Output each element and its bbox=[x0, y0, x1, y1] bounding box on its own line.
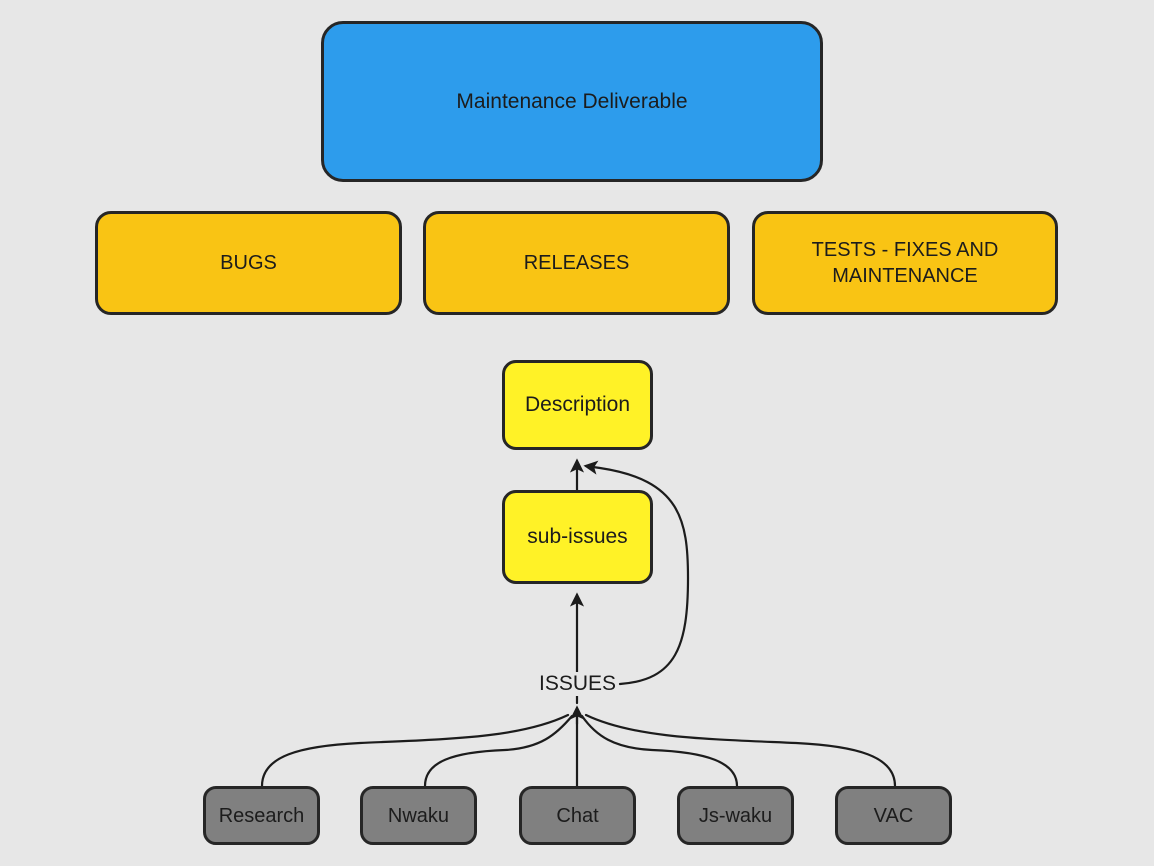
edge-research-issues bbox=[260, 713, 570, 788]
node-sub-issues[interactable]: sub-issues bbox=[502, 490, 653, 584]
node-js-waku[interactable]: Js-waku bbox=[677, 786, 794, 845]
edge-vac-issues bbox=[584, 713, 897, 788]
node-vac[interactable]: VAC bbox=[835, 786, 952, 845]
node-bugs[interactable]: BUGS bbox=[95, 211, 402, 315]
node-maintenance-deliverable[interactable]: Maintenance Deliverable bbox=[321, 21, 823, 182]
edge-jswaku-issues bbox=[580, 714, 739, 788]
node-nwaku[interactable]: Nwaku bbox=[360, 786, 477, 845]
edge-label-issues: ISSUES bbox=[537, 672, 619, 696]
node-releases[interactable]: RELEASES bbox=[423, 211, 730, 315]
node-description[interactable]: Description bbox=[502, 360, 653, 450]
node-tests-fixes-and-maintenance[interactable]: TESTS - FIXES AND MAINTENANCE bbox=[752, 211, 1058, 315]
node-research[interactable]: Research bbox=[203, 786, 320, 845]
edge-nwaku-issues bbox=[423, 714, 574, 788]
node-chat[interactable]: Chat bbox=[519, 786, 636, 845]
